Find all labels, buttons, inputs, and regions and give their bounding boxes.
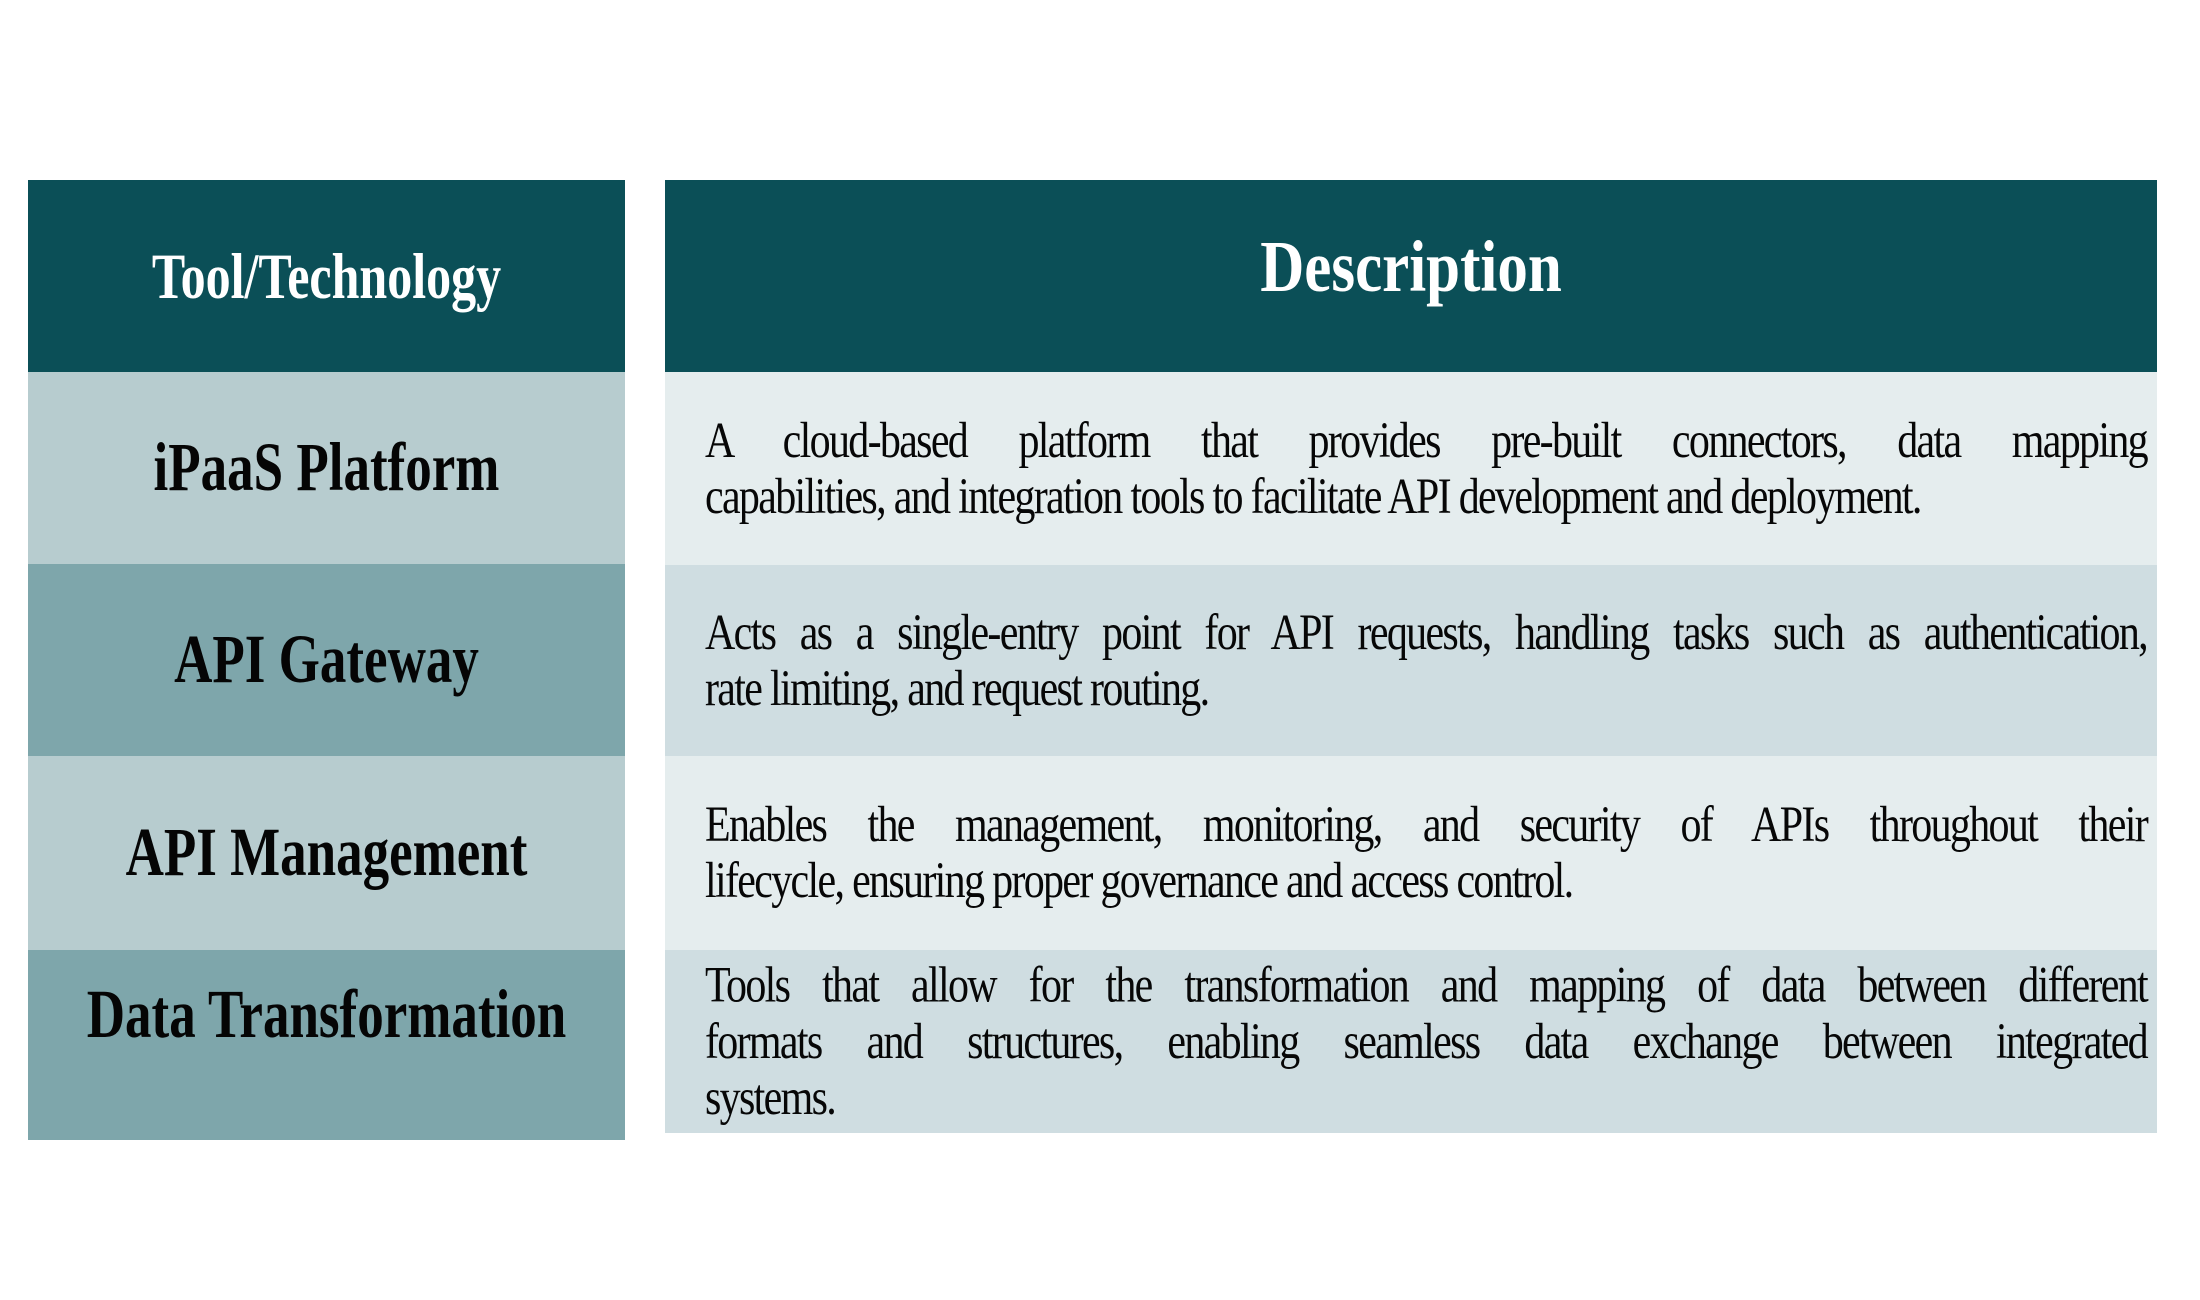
tool-name: API Management (125, 815, 528, 891)
description-text: Enables the management, monitoring, and … (665, 797, 2157, 909)
tool-name: API Gateway (174, 622, 479, 698)
table-row-tool-management: API Management (28, 756, 625, 950)
description-column: Description A cloud-based platform that … (665, 180, 2157, 1133)
table-row-desc-transformation: Tools that allow for the transformation … (665, 950, 2157, 1133)
description-header-label: Description (1260, 227, 1562, 308)
description-line: Tools that allow for the transformation … (705, 957, 2149, 1014)
tool-name: iPaaS Platform (153, 430, 500, 506)
description-line: systems. (705, 1069, 837, 1126)
tool-name: Data Transformation (86, 977, 567, 1053)
description-line: A cloud-based platform that provides pre… (705, 412, 2149, 469)
description-line: Enables the management, monitoring, and … (705, 796, 2149, 853)
table-row-tool-gateway: API Gateway (28, 564, 625, 756)
tool-column: Tool/Technology iPaaS Platform API Gatew… (28, 180, 625, 1140)
description-text: A cloud-based platform that provides pre… (665, 412, 2157, 524)
table-row-desc-ipaas: A cloud-based platform that provides pre… (665, 372, 2157, 565)
tool-header-label: Tool/Technology (151, 239, 502, 313)
table-row-tool-transformation: Data Transformation (28, 950, 625, 1140)
tool-column-header: Tool/Technology (28, 180, 625, 372)
description-text: Acts as a single-entry point for API req… (665, 604, 2157, 716)
description-line: formats and structures, enabling seamles… (705, 1013, 2149, 1070)
table-row-desc-management: Enables the management, monitoring, and … (665, 756, 2157, 950)
table-row-tool-ipaas: iPaaS Platform (28, 372, 625, 564)
description-line: lifecycle, ensuring proper governance an… (705, 853, 1574, 910)
description-text: Tools that allow for the transformation … (665, 957, 2157, 1125)
description-line: Acts as a single-entry point for API req… (705, 604, 2149, 661)
description-column-header: Description (665, 180, 2157, 372)
description-line: rate limiting, and request routing. (705, 660, 1210, 717)
description-line: capabilities, and integration tools to f… (705, 468, 1922, 525)
table-row-desc-gateway: Acts as a single-entry point for API req… (665, 565, 2157, 756)
